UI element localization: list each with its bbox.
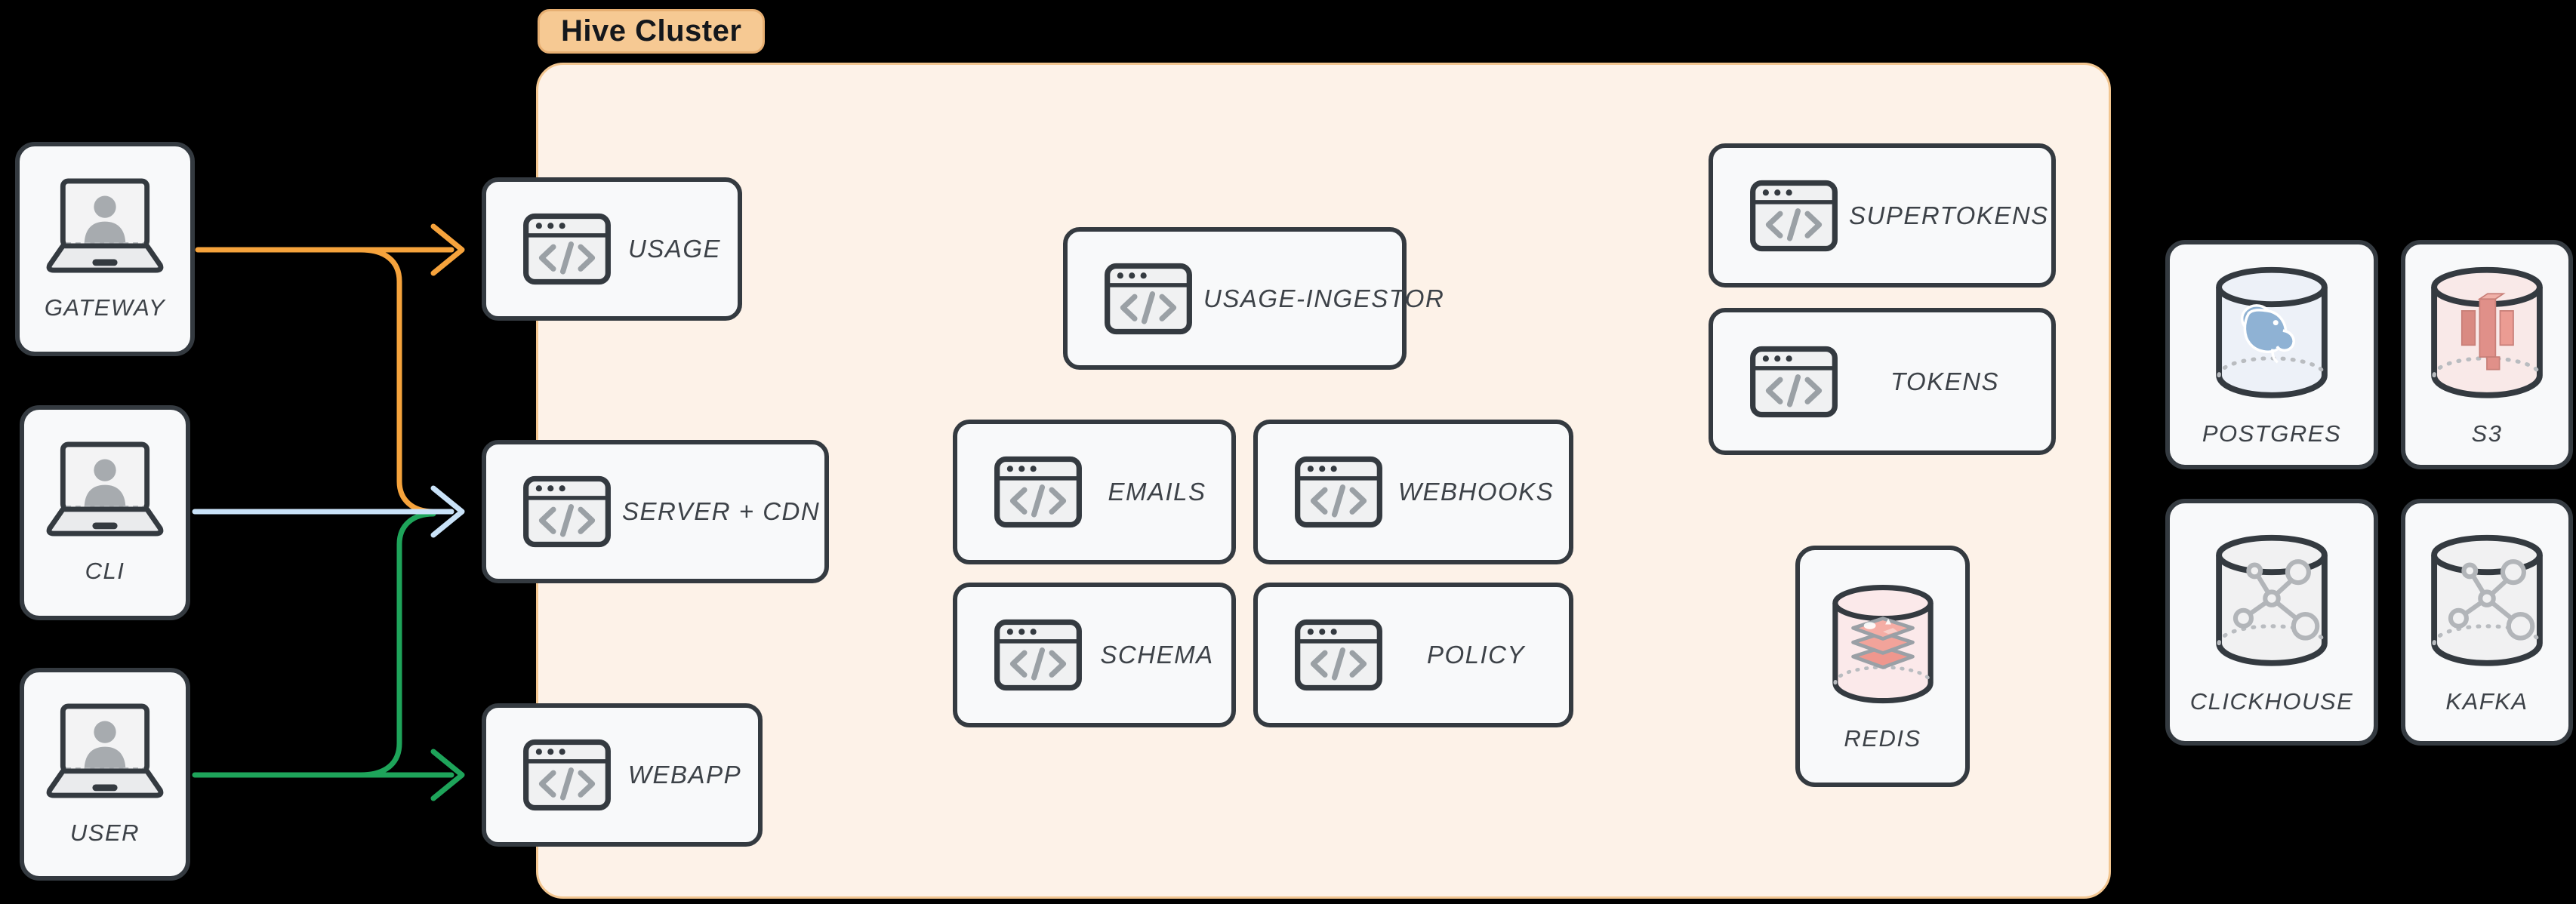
code-window-icon xyxy=(994,619,1083,691)
db-node-postgres: POSTGRES xyxy=(2165,240,2378,469)
service-node-usage-ingestor: USAGE-INGESTOR xyxy=(1063,227,1444,370)
postgres-database-icon xyxy=(2209,262,2334,401)
kafka-database-icon xyxy=(2424,530,2550,669)
service-node-schema: SCHEMA xyxy=(953,583,1236,727)
db-node-s3: S3 xyxy=(2401,240,2573,469)
laptop-user-icon xyxy=(42,441,168,538)
service-node-usage: USAGE xyxy=(482,177,742,321)
laptop-user-icon xyxy=(42,177,168,275)
arrowhead-webapp xyxy=(430,749,465,801)
service-label-tokens: TOKENS xyxy=(1890,367,2000,395)
client-label-gateway: GATEWAY xyxy=(44,294,166,321)
code-window-icon xyxy=(522,213,612,285)
redis-database-icon xyxy=(1826,580,1940,706)
code-window-icon xyxy=(1104,263,1193,335)
service-node-supertokens: SUPERTOKENS xyxy=(1709,143,2056,287)
code-window-icon xyxy=(1294,619,1383,691)
code-window-icon xyxy=(994,456,1083,528)
client-label-cli: CLI xyxy=(85,558,125,584)
code-window-icon xyxy=(1749,346,1838,418)
cluster-badge-label: Hive Cluster xyxy=(561,14,742,48)
arrowhead-server-cdn xyxy=(430,485,465,538)
clickhouse-database-icon xyxy=(2209,530,2334,669)
client-node-user: USER xyxy=(20,668,190,881)
service-label-schema: SCHEMA xyxy=(1100,641,1214,669)
code-window-icon xyxy=(522,475,612,548)
db-label-s3: S3 xyxy=(2471,420,2503,447)
arrowhead-usage xyxy=(430,223,465,276)
code-window-icon xyxy=(1749,180,1838,252)
service-label-usage-ingestor: USAGE-INGESTOR xyxy=(1203,284,1445,312)
client-node-gateway: GATEWAY xyxy=(15,142,195,356)
db-node-kafka: KAFKA xyxy=(2401,499,2573,746)
db-label-redis: REDIS xyxy=(1844,725,1921,752)
client-node-cli: CLI xyxy=(20,405,190,620)
db-label-postgres: POSTGRES xyxy=(2202,420,2342,447)
db-node-clickhouse: CLICKHOUSE xyxy=(2165,499,2378,746)
service-label-policy: POLICY xyxy=(1426,641,1526,669)
service-label-usage: USAGE xyxy=(627,235,722,263)
service-node-server-cdn: SERVER + CDN xyxy=(482,440,829,583)
s3-database-icon xyxy=(2424,262,2550,401)
service-node-webhooks: WEBHOOKS xyxy=(1253,420,1573,564)
service-node-tokens: TOKENS xyxy=(1709,308,2056,455)
service-node-webapp: WEBAPP xyxy=(482,703,763,847)
service-node-policy: POLICY xyxy=(1253,583,1573,727)
service-node-emails: EMAILS xyxy=(953,420,1236,564)
client-label-user: USER xyxy=(69,819,140,846)
db-node-redis: REDIS xyxy=(1795,546,1970,787)
service-label-emails: EMAILS xyxy=(1108,478,1206,506)
service-label-webapp: WEBAPP xyxy=(627,761,742,789)
db-label-clickhouse: CLICKHOUSE xyxy=(2189,687,2354,715)
service-label-webhooks: WEBHOOKS xyxy=(1397,478,1555,506)
code-window-icon xyxy=(522,739,612,811)
cluster-badge: Hive Cluster xyxy=(538,9,766,54)
service-label-server-cdn: SERVER + CDN xyxy=(622,497,821,525)
edge-user-to-server-cdn xyxy=(358,511,436,778)
code-window-icon xyxy=(1294,456,1383,528)
laptop-user-icon xyxy=(42,703,168,800)
edge-gateway-to-server-cdn xyxy=(358,247,436,515)
service-label-supertokens: SUPERTOKENS xyxy=(1849,201,2049,229)
db-label-kafka: KAFKA xyxy=(2445,687,2528,715)
